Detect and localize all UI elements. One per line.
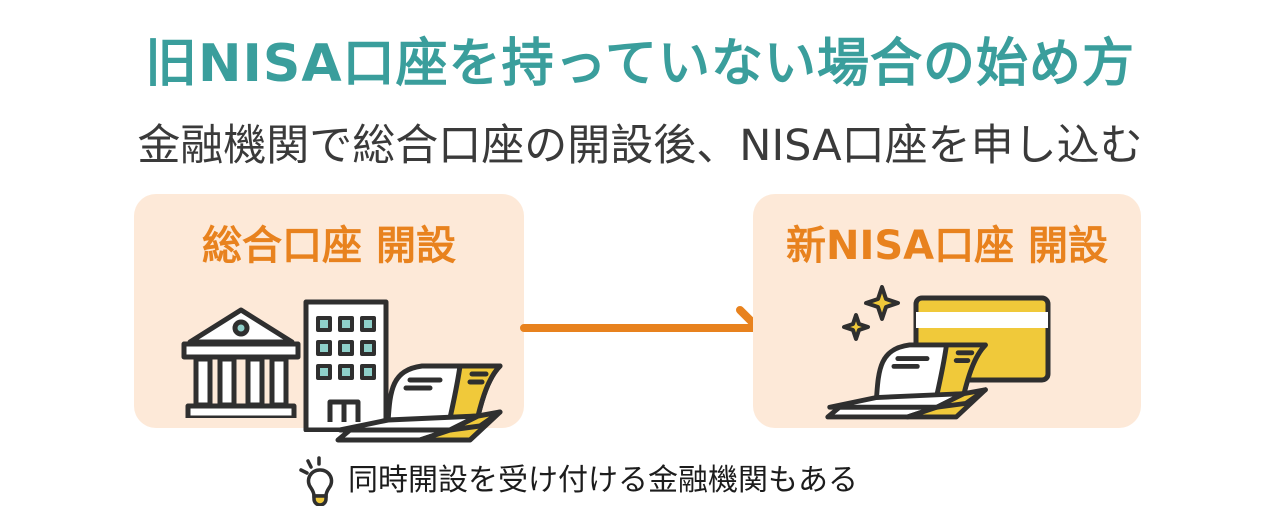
arrow-right-icon [520, 306, 762, 332]
note: 同時開設を受け付ける金融機関もある [296, 456, 858, 506]
step-title: 新NISA口座 開設 [785, 223, 1109, 269]
application-form-icon [825, 342, 988, 420]
bank-icon [181, 307, 301, 418]
step-title: 総合口座 開設 [202, 223, 456, 269]
note-text: 同時開設を受け付ける金融機関もある [348, 463, 858, 498]
office-building-icon [303, 299, 389, 432]
sparkle-icon [842, 285, 900, 341]
lightbulb-icon [299, 456, 334, 506]
application-form-icon [335, 363, 503, 443]
page-title: 旧NISA口座を持っていない場合の始め方 [145, 34, 1135, 94]
page-subtitle: 金融機関で総合口座の開設後、NISA口座を申し込む [137, 121, 1143, 171]
